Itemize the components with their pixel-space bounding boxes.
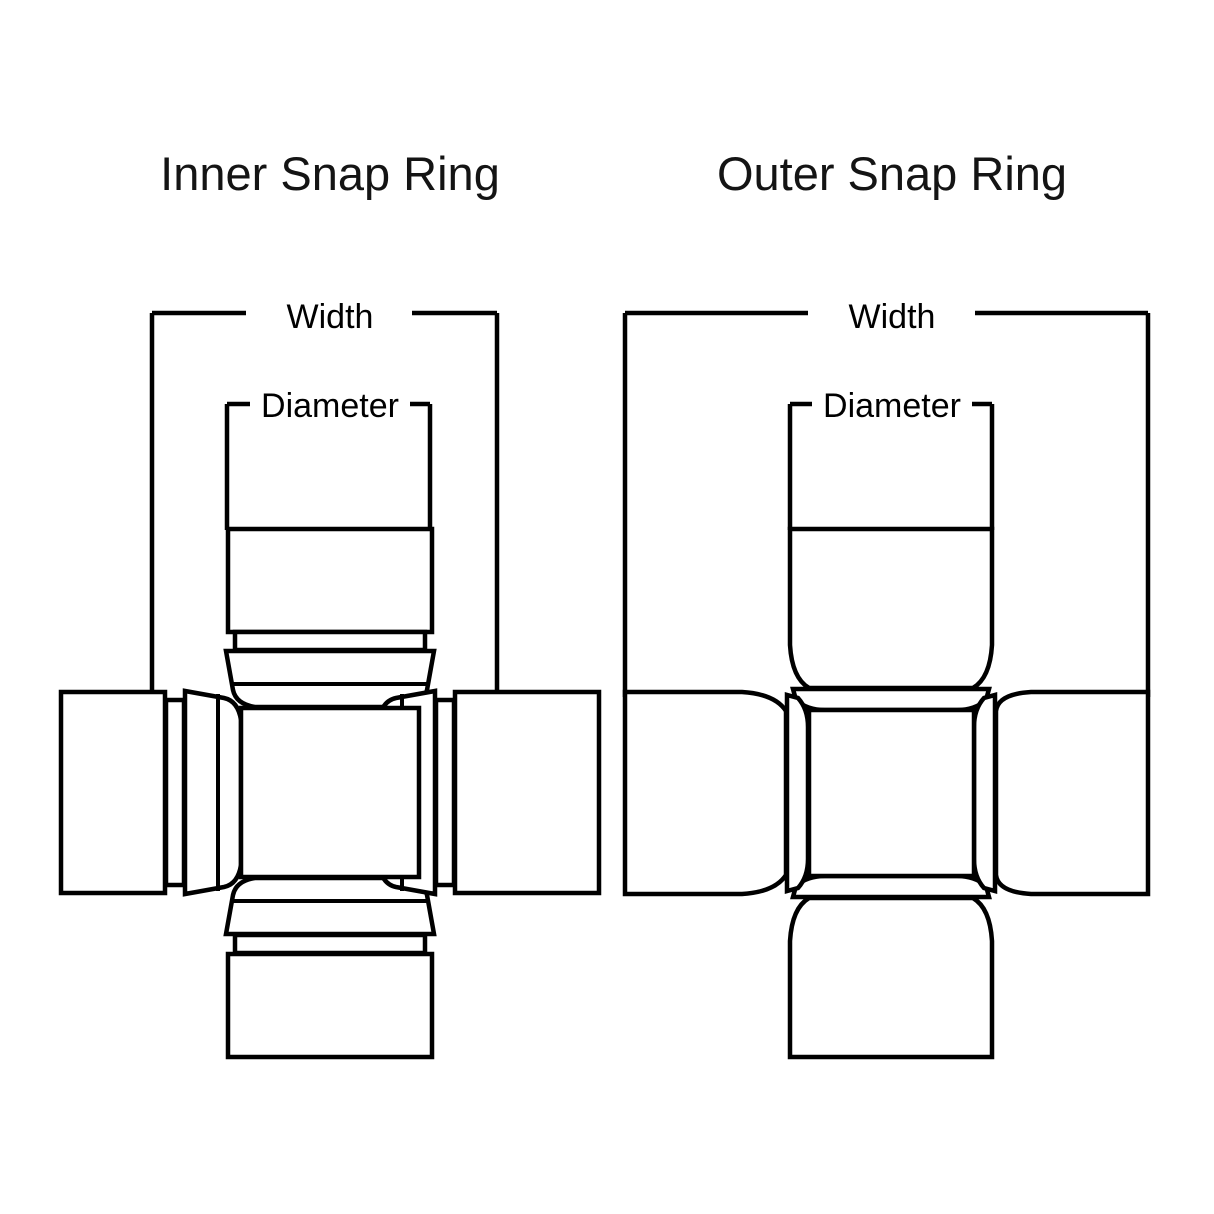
bearing-cap-left-lip-outer [784,692,811,894]
bearing-cap-left-body-outer [622,689,789,897]
panel-title-outer: Outer Snap Ring [717,147,1067,200]
diameter-dimension-inner: Diameter [224,387,433,530]
bearing-cap-top-lip-outer [790,686,992,713]
bearing-cap-right-body-inner [452,689,602,896]
bearing-cap-bottom-inner [223,875,437,1060]
panel-inner-snap-ring: Inner Snap Ring Width Diameter [58,147,602,1060]
snap-ring-groove-top-inner [232,629,428,653]
cross-center-body-inner [238,705,422,880]
snap-ring-groove-left-inner [163,697,187,888]
bearing-cap-left-outer [622,689,811,897]
width-dimension-outer: Width [622,298,1151,697]
width-label-inner: Width [287,298,374,336]
bearing-cap-top-outer [787,526,995,713]
bearing-cap-right-outer [971,689,1151,897]
snap-ring-groove-bottom-inner [232,932,428,956]
u-joint-cross-inner [58,526,602,1060]
bearing-cap-left-inner [58,688,244,897]
width-label-outer: Width [849,298,936,336]
bearing-cap-bottom-body-inner [225,951,435,1060]
bearing-cap-top-inner [223,526,437,710]
bearing-cap-bottom-outer [787,873,995,1060]
diameter-label-outer: Diameter [823,387,961,425]
panel-outer-snap-ring: Outer Snap Ring Width Diameter [622,147,1151,1060]
cross-center-body-outer [806,707,977,879]
bearing-cap-top-body-outer [787,526,995,691]
bearing-cap-bottom-body-outer [787,895,995,1060]
snap-ring-groove-right-inner [433,697,457,888]
bearing-cap-top-body-inner [225,526,435,635]
diameter-label-inner: Diameter [261,387,399,425]
width-dimension-inner: Width [149,298,500,697]
bearing-cap-bottom-lip-outer [790,873,992,900]
panel-title-inner: Inner Snap Ring [160,147,500,200]
bearing-cap-left-body-inner [58,689,168,896]
bearing-cap-right-body-outer [993,689,1151,897]
bearing-cap-right-lip-outer [971,692,998,894]
diameter-dimension-outer: Diameter [787,387,995,530]
bearing-shoulder-left-inner [182,688,244,897]
u-joint-cross-outer [622,526,1151,1060]
